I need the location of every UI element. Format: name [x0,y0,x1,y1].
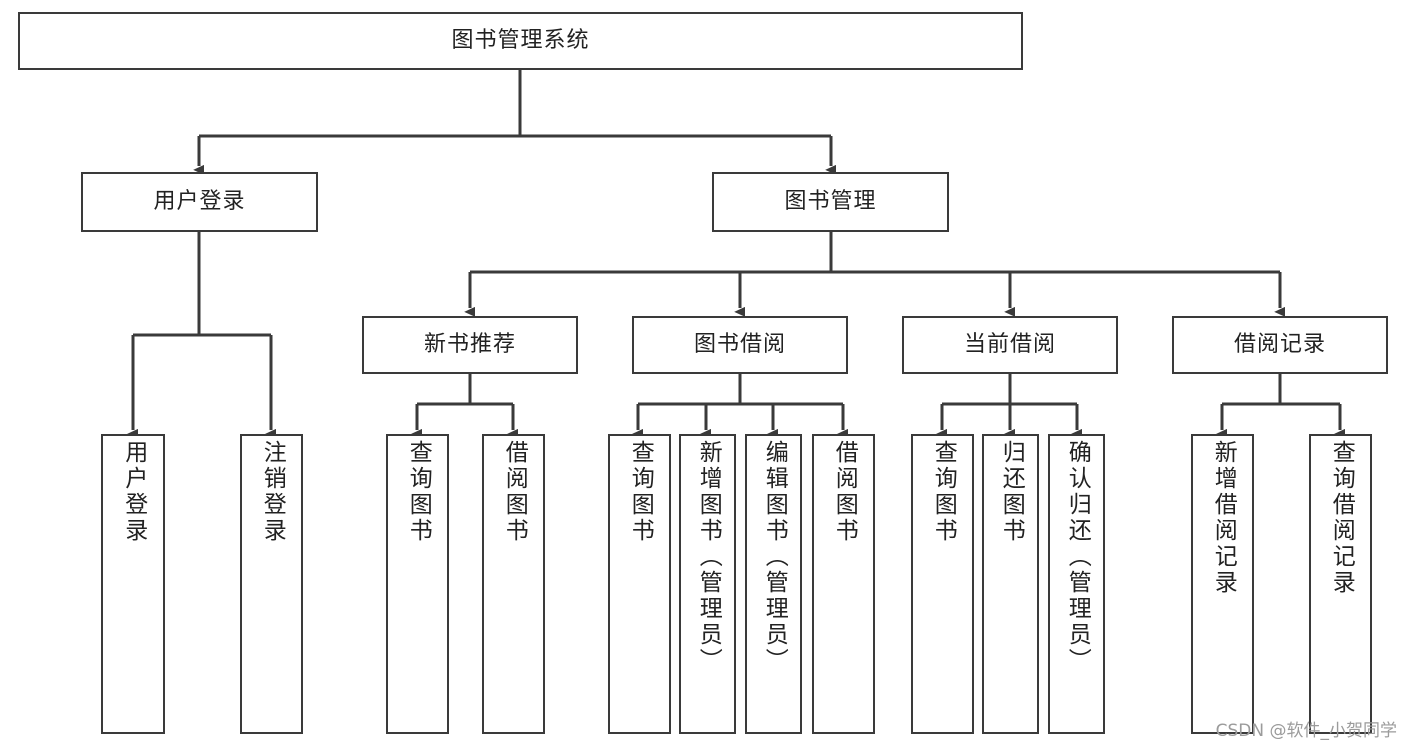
leaf-new-book-2-label: 借阅图书 [501,440,528,544]
leaf-new-book-1[interactable]: 查询图书 [386,434,449,734]
leaf-borrow-record-2[interactable]: 查询借阅记录 [1309,434,1372,734]
node-book-borrow[interactable]: 图书借阅 [632,316,848,374]
node-borrow-record-label: 借阅记录 [1233,332,1326,358]
leaf-borrow-record-1[interactable]: 新增借阅记录 [1191,434,1254,734]
node-user-login-label: 用户登录 [153,189,246,215]
leaf-user-login-2-label: 注销登录 [259,440,286,544]
leaf-book-borrow-3[interactable]: 编辑图书（管理员） [745,434,802,734]
leaf-current-borrow-1-label: 查询图书 [930,440,957,544]
leaf-current-borrow-3-label: 确认归还（管理员） [1064,440,1091,674]
leaf-borrow-record-2-label: 查询借阅记录 [1328,440,1355,596]
leaf-current-borrow-3[interactable]: 确认归还（管理员） [1048,434,1105,734]
node-current-borrow-label: 当前借阅 [963,332,1056,358]
leaf-current-borrow-1[interactable]: 查询图书 [911,434,974,734]
node-new-book-recommend-label: 新书推荐 [423,332,516,358]
node-book-management[interactable]: 图书管理 [712,172,949,232]
leaf-current-borrow-2-label: 归还图书 [998,440,1025,544]
leaf-new-book-2[interactable]: 借阅图书 [482,434,545,734]
node-user-login[interactable]: 用户登录 [81,172,318,232]
leaf-book-borrow-1-label: 查询图书 [627,440,654,544]
node-current-borrow[interactable]: 当前借阅 [902,316,1118,374]
leaf-borrow-record-1-label: 新增借阅记录 [1210,440,1237,596]
node-root-label: 图书管理系统 [451,28,590,54]
node-book-borrow-label: 图书借阅 [693,332,786,358]
leaf-book-borrow-2[interactable]: 新增图书（管理员） [679,434,736,734]
leaf-new-book-1-label: 查询图书 [405,440,432,544]
node-root[interactable]: 图书管理系统 [18,12,1023,70]
leaf-user-login-1[interactable]: 用户登录 [101,434,165,734]
leaf-book-borrow-3-label: 编辑图书（管理员） [761,440,788,674]
leaf-user-login-1-label: 用户登录 [120,440,147,544]
leaf-book-borrow-1[interactable]: 查询图书 [608,434,671,734]
csdn-watermark: CSDN @软件_小贺同学 [1215,721,1397,741]
node-book-management-label: 图书管理 [784,189,877,215]
leaf-book-borrow-4[interactable]: 借阅图书 [812,434,875,734]
leaf-current-borrow-2[interactable]: 归还图书 [982,434,1039,734]
leaf-book-borrow-2-label: 新增图书（管理员） [695,440,722,674]
node-new-book-recommend[interactable]: 新书推荐 [362,316,578,374]
node-borrow-record[interactable]: 借阅记录 [1172,316,1388,374]
leaf-user-login-2[interactable]: 注销登录 [240,434,303,734]
leaf-book-borrow-4-label: 借阅图书 [831,440,858,544]
